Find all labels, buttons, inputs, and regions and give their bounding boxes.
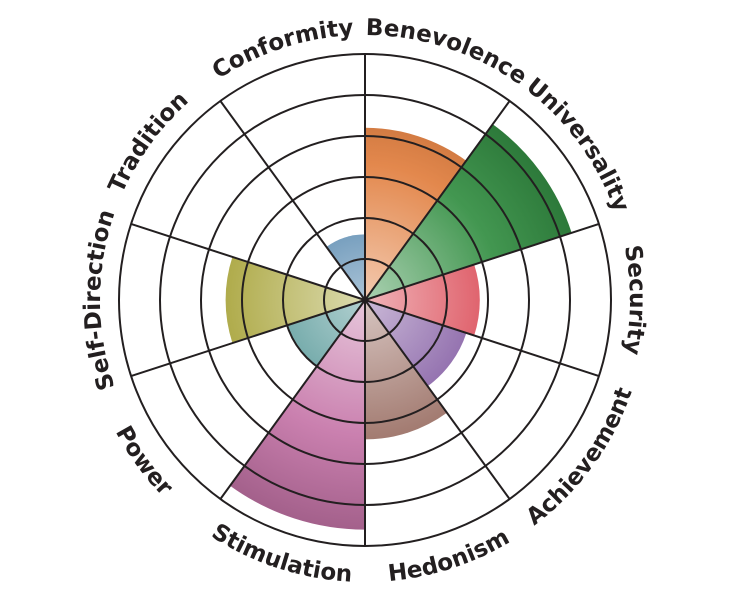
label-achievement: Achievement	[522, 384, 638, 530]
wedge-stimulation	[230, 300, 365, 530]
grid-spoke-7	[130, 299, 366, 377]
wedge-universality	[365, 124, 572, 300]
label-benevolence: Benevolence	[365, 15, 531, 90]
label-stimulation: Stimulation	[207, 519, 353, 588]
grid-spoke-8	[130, 223, 366, 301]
grid-spoke-4	[364, 299, 511, 500]
wedge-security	[365, 264, 480, 336]
wedge-conformity	[326, 234, 365, 300]
label-self-direction: Self-Direction	[80, 207, 120, 394]
label-security: Security	[619, 243, 650, 357]
grid-spoke-9	[219, 100, 366, 301]
wedge-benevolence	[365, 127, 467, 300]
label-tradition: Tradition	[104, 87, 194, 197]
label-power: Power	[110, 422, 178, 502]
wedge-layer	[225, 124, 572, 530]
label-conformity: Conformity	[208, 15, 354, 84]
grid-spoke-1	[364, 100, 511, 301]
grid-spoke-2	[364, 223, 600, 301]
grid-layer	[118, 53, 612, 547]
label-hedonism: Hedonism	[387, 524, 514, 587]
grid-spoke-6	[219, 299, 366, 500]
wedge-self-direction	[225, 256, 365, 344]
grid-spoke-3	[364, 299, 600, 377]
wedge-achievement	[365, 300, 467, 387]
wedge-extra-self-direction	[287, 300, 365, 367]
